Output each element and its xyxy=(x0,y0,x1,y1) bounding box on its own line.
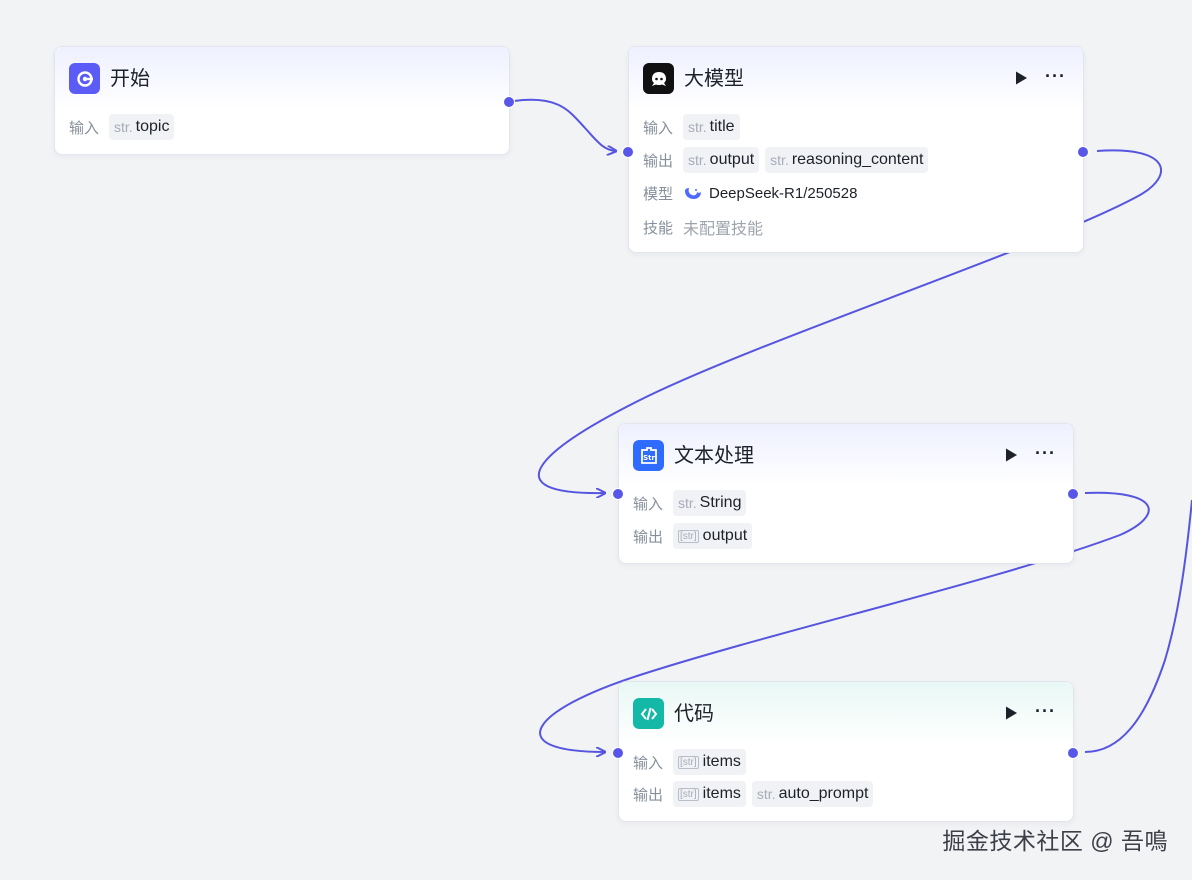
node-code-input-row: 输入 [str] items xyxy=(633,749,752,775)
node-llm-input-row: 输入 str. title xyxy=(643,114,746,140)
param-type: str. xyxy=(688,152,707,168)
param-type: str. xyxy=(678,495,697,511)
node-start-header: 开始 xyxy=(55,47,509,109)
param-name: String xyxy=(699,494,742,511)
input-label: 输入 xyxy=(69,119,100,137)
output-label: 输出 xyxy=(633,786,664,804)
param-name: topic xyxy=(135,118,170,135)
skill-label: 技能 xyxy=(643,219,674,237)
node-code-input-port[interactable] xyxy=(612,747,624,759)
param-name: items xyxy=(702,785,741,802)
edge-code-to-next[interactable] xyxy=(1084,499,1192,753)
node-start-input-row: 输入 str. topic xyxy=(69,114,180,140)
node-start[interactable]: 开始 输入 str. topic xyxy=(54,46,510,155)
node-text-more-button[interactable]: ··· xyxy=(1035,443,1056,463)
param-tag: str. topic xyxy=(109,114,175,140)
output-label: 输出 xyxy=(643,152,674,170)
node-text-run-button[interactable] xyxy=(1003,447,1019,463)
deepseek-whale-icon xyxy=(685,188,701,199)
param-type: str. xyxy=(756,786,776,802)
param-type: str. xyxy=(770,152,789,168)
edge-start-to-llm[interactable] xyxy=(513,98,616,151)
node-llm-header: 大模型 ··· xyxy=(629,47,1083,109)
input-label: 输入 xyxy=(633,754,664,772)
param-type: [str] xyxy=(678,529,699,543)
node-llm-output-row: 输出 str. output str. reasoning_content xyxy=(643,147,934,173)
node-llm-input-port[interactable] xyxy=(622,146,634,158)
llm-robot-icon xyxy=(643,63,674,94)
node-code-title: 代码 xyxy=(674,703,714,725)
start-icon xyxy=(69,63,100,94)
param-tag: str. String xyxy=(673,490,747,516)
node-llm-run-button[interactable] xyxy=(1013,70,1029,86)
model-name: DeepSeek-R1/250528 xyxy=(709,184,858,202)
node-llm-more-button[interactable]: ··· xyxy=(1045,66,1066,86)
param-tag: str. reasoning_content xyxy=(765,147,929,173)
node-text-title: 文本处理 xyxy=(674,445,754,467)
code-brackets-icon xyxy=(633,698,664,729)
node-llm-title: 大模型 xyxy=(684,68,744,90)
node-code-output-row: 输出 [str] items str. auto_prompt xyxy=(633,781,879,807)
param-tag: str. title xyxy=(683,114,740,140)
param-name: auto_prompt xyxy=(778,785,869,802)
node-text-input-port[interactable] xyxy=(612,488,624,500)
node-code-output-port[interactable] xyxy=(1067,747,1079,759)
watermark: 掘金技术社区 @ 吾鳴 xyxy=(942,828,1168,854)
node-llm[interactable]: 大模型 ··· 输入 str. title 输出 str. output str… xyxy=(628,46,1084,253)
node-code-header: 代码 ··· xyxy=(619,682,1073,744)
node-start-title: 开始 xyxy=(110,68,150,90)
node-llm-output-port[interactable] xyxy=(1077,146,1089,158)
param-name: title xyxy=(709,118,735,135)
node-text[interactable]: Str 文本处理 ··· 输入 str. String 输出 [str] out… xyxy=(618,423,1074,564)
node-text-output-row: 输出 [str] output xyxy=(633,523,758,549)
model-value: DeepSeek-R1/250528 xyxy=(683,185,857,202)
param-type: str. xyxy=(688,119,707,135)
output-label: 输出 xyxy=(633,528,664,546)
param-tag: [str] items xyxy=(673,749,746,775)
node-text-output-port[interactable] xyxy=(1067,488,1079,500)
skill-value: 未配置技能 xyxy=(683,221,764,238)
node-text-header: Str 文本处理 ··· xyxy=(619,424,1073,486)
param-type: str. xyxy=(114,119,133,135)
param-tag: [str] output xyxy=(673,523,753,549)
param-name: output xyxy=(709,151,755,168)
str-text-icon: Str xyxy=(633,440,664,471)
param-name: items xyxy=(702,753,741,770)
node-code-run-button[interactable] xyxy=(1003,705,1019,721)
param-tag: str. auto_prompt xyxy=(751,781,874,807)
param-name: output xyxy=(702,527,748,544)
node-llm-skill-row: 技能 未配置技能 xyxy=(643,214,763,240)
param-name: reasoning_content xyxy=(791,151,924,168)
input-label: 输入 xyxy=(633,495,664,513)
node-code[interactable]: 代码 ··· 输入 [str] items 输出 [str] items str… xyxy=(618,681,1074,822)
param-tag: [str] items xyxy=(673,781,746,807)
svg-text:Str: Str xyxy=(643,454,655,462)
param-type: [str] xyxy=(678,787,699,801)
node-text-input-row: 输入 str. String xyxy=(633,490,752,516)
param-type: [str] xyxy=(678,755,699,769)
model-label: 模型 xyxy=(643,185,674,203)
param-tag: str. output xyxy=(683,147,760,173)
node-llm-model-row: 模型 DeepSeek-R1/250528 xyxy=(643,180,857,206)
node-code-more-button[interactable]: ··· xyxy=(1035,701,1056,721)
input-label: 输入 xyxy=(643,119,674,137)
node-start-output-port[interactable] xyxy=(503,96,515,108)
